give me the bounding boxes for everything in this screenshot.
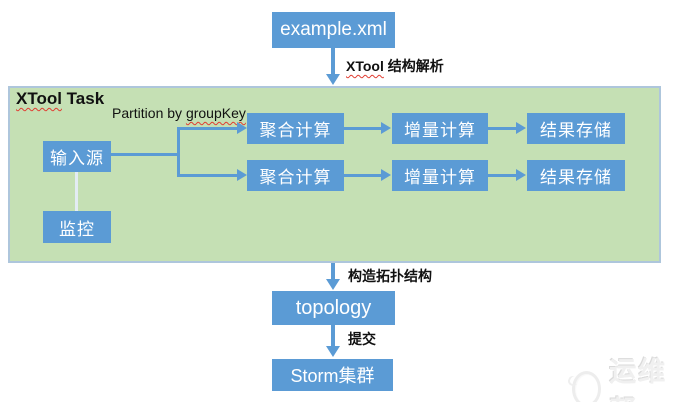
- partition-label-key: groupKey: [185, 105, 246, 121]
- yunweibang-logo-icon: [572, 371, 602, 402]
- agg-inc-row1-arrowhead-icon: [381, 122, 391, 134]
- connector-agg-inc-row1: [344, 127, 381, 130]
- parse-step-label-zh: 结构解析: [383, 58, 444, 74]
- watermark: 运维帮: [572, 350, 677, 402]
- container-title-task: Task: [61, 89, 105, 108]
- connector-parse-line: [331, 48, 335, 75]
- parse-arrowhead-icon: [326, 74, 340, 85]
- connector-agg-inc-row2: [344, 174, 381, 177]
- watermark-text: 运维帮: [609, 357, 668, 402]
- node-storm-cluster: Storm集群: [272, 359, 393, 391]
- connector-inc-store-row2: [488, 174, 517, 177]
- connector-branch-row2: [178, 174, 237, 177]
- partition-label: Partition by groupKey: [112, 105, 246, 121]
- build-arrowhead-icon: [326, 279, 340, 290]
- inc-store-row2-arrowhead-icon: [516, 169, 526, 181]
- connector-input-trunk: [111, 153, 179, 156]
- connector-build-line: [331, 263, 335, 280]
- container-title-xtool: XTool: [16, 89, 62, 108]
- submit-arrowhead-icon: [326, 346, 340, 357]
- node-store-2: 结果存储: [527, 160, 625, 191]
- connector-branch-vertical: [177, 127, 180, 177]
- node-aggregate-2: 聚合计算: [247, 160, 344, 191]
- connector-submit-line: [331, 325, 335, 347]
- node-example-xml: example.xml: [272, 12, 395, 48]
- inc-store-row1-arrowhead-icon: [516, 122, 526, 134]
- agg-inc-row2-arrowhead-icon: [381, 169, 391, 181]
- connector-input-monitor: [75, 172, 78, 211]
- connector-branch-row1: [178, 127, 237, 130]
- connector-inc-store-row1: [488, 127, 517, 130]
- node-input-source: 输入源: [43, 141, 111, 172]
- submit-label: 提交: [348, 331, 376, 347]
- node-store-1: 结果存储: [527, 113, 625, 144]
- parse-step-label-en: XTool: [346, 58, 384, 74]
- node-increment-2: 增量计算: [392, 160, 488, 191]
- parse-step-label: XTool 结构解析: [346, 56, 444, 76]
- node-topology: topology: [272, 291, 395, 325]
- build-topology-label: 构造拓扑结构: [348, 268, 432, 284]
- node-increment-1: 增量计算: [392, 113, 488, 144]
- node-monitor: 监控: [43, 211, 111, 243]
- branch-row1-arrowhead-icon: [237, 122, 247, 134]
- node-aggregate-1: 聚合计算: [247, 113, 344, 144]
- branch-row2-arrowhead-icon: [237, 169, 247, 181]
- partition-label-prefix: Partition by: [112, 105, 186, 121]
- container-title: XTool Task: [16, 89, 104, 109]
